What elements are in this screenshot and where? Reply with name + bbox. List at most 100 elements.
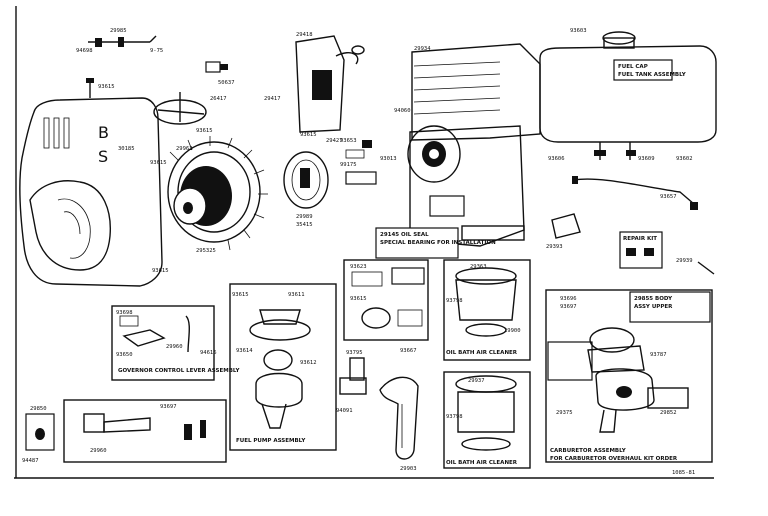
svg-text:29963: 29963: [176, 146, 193, 152]
governor-control-lever-panel: 93698 93650 29960 94616 GOVERNOR CONTROL…: [111, 305, 241, 381]
svg-text:29855 BODY: 29855 BODY: [634, 296, 673, 302]
svg-text:29363: 29363: [470, 264, 487, 270]
svg-text:93603: 93603: [570, 28, 587, 34]
svg-text:93698: 93698: [116, 310, 133, 316]
svg-text:29985: 29985: [110, 28, 127, 34]
svg-text:94487: 94487: [22, 458, 39, 464]
svg-text:93615: 93615: [232, 292, 249, 298]
repair-kit-caption: REPAIR KIT: [623, 236, 657, 242]
svg-text:29960: 29960: [166, 344, 183, 350]
svg-text:93612: 93612: [300, 360, 317, 366]
fuel-cap-caption: FUEL CAP: [618, 64, 648, 70]
svg-text:93615: 93615: [150, 160, 167, 166]
svg-text:93615: 93615: [196, 128, 213, 134]
svg-text:93696: 93696: [560, 296, 577, 302]
svg-text:93606: 93606: [548, 156, 565, 162]
svg-text:9-75: 9-75: [150, 48, 163, 54]
svg-text:35415: 35415: [296, 222, 313, 228]
svg-text:93787: 93787: [650, 352, 667, 358]
governor-lever-caption: GOVERNOR CONTROL LEVER ASSEMBLY: [118, 368, 241, 374]
svg-text:93602: 93602: [676, 156, 693, 162]
bearing-note-box: 29145 OIL SEAL SPECIAL BEARING FOR INSTA…: [375, 227, 496, 259]
fuel-tank-assembly: FUEL CAP FUEL TANK ASSEMBLY 93603 93606 …: [539, 28, 717, 162]
svg-text:94698: 94698: [76, 48, 93, 54]
fuel-pump-panel: 93615 93611 93614 93612 FUEL PUMP ASSEMB…: [229, 283, 337, 451]
diagram-frame: [14, 6, 714, 479]
governor-link-part: 94698 29985 9-75: [76, 28, 163, 54]
svg-text:29960: 29960: [90, 448, 107, 454]
breather-parts: 93653 99175 93013: [340, 138, 397, 185]
overhaul-kit-caption: FOR CARBURETOR OVERHAUL KIT ORDER: [550, 456, 678, 462]
svg-text:B: B: [98, 123, 109, 142]
governor-shaft-panel: 29850 94487 93697 29960: [22, 399, 227, 464]
special-bearing-caption: SPECIAL BEARING FOR INSTALLATION: [380, 240, 496, 246]
flywheel: 29963 93615 295325: [150, 136, 268, 254]
svg-text:93615: 93615: [350, 296, 367, 302]
svg-text:93667: 93667: [400, 348, 417, 354]
svg-text:29418: 29418: [296, 32, 313, 38]
svg-text:29903: 29903: [400, 466, 417, 472]
fuel-tank-bracket: 29393: [546, 213, 581, 250]
svg-text:93798: 93798: [446, 298, 463, 304]
svg-text:93013: 93013: [380, 156, 397, 162]
svg-text:93657: 93657: [660, 194, 677, 200]
svg-text:S: S: [98, 147, 108, 166]
svg-text:29989: 29989: [296, 214, 313, 220]
svg-text:93611: 93611: [288, 292, 305, 298]
svg-text:29417: 29417: [264, 96, 281, 102]
svg-text:99175: 99175: [340, 162, 357, 168]
spark-plug-part: 50637: [205, 61, 235, 86]
svg-text:93623: 93623: [350, 264, 367, 270]
air-cleaner-lower: 29937 93798 OIL BATH AIR CLEANER: [443, 371, 531, 469]
svg-text:ASSY UPPER: ASSY UPPER: [634, 304, 673, 310]
svg-text:93653: 93653: [340, 138, 357, 144]
carburetor-caption: CARBURETOR ASSEMBLY: [550, 448, 627, 454]
svg-text:93609: 93609: [638, 156, 655, 162]
repair-kit-box: REPAIR KIT: [619, 231, 663, 269]
fuel-pump-caption: FUEL PUMP ASSEMBLY: [236, 438, 306, 444]
svg-text:29375: 29375: [556, 410, 573, 416]
svg-text:94616: 94616: [200, 350, 217, 356]
svg-text:94091: 94091: [336, 408, 353, 414]
svg-text:93615: 93615: [98, 84, 115, 90]
blower-housing: B S 30185 93615: [19, 97, 169, 287]
float-part: 29939: [676, 258, 715, 275]
svg-text:50637: 50637: [218, 80, 235, 86]
svg-text:93697: 93697: [560, 304, 577, 310]
svg-text:93615: 93615: [300, 132, 317, 138]
svg-text:295325: 295325: [196, 248, 216, 254]
svg-text:29900: 29900: [504, 328, 521, 334]
screw-part: 93615: [86, 78, 115, 98]
svg-text:93615: 93615: [152, 268, 169, 274]
rotating-screen-part: 26417 93615: [153, 92, 227, 134]
svg-text:30185: 30185: [118, 146, 135, 152]
fuel-line-part: 93657: [572, 176, 698, 210]
engine-cylinder-block: 29934 94060: [394, 43, 541, 247]
svg-text:29939: 29939: [676, 258, 693, 264]
starter-clutch: 29989 35415: [283, 151, 329, 228]
cylinder-head-cover: 29418 29417 93615 29427: [264, 32, 365, 144]
svg-text:93798: 93798: [446, 414, 463, 420]
svg-text:29937: 29937: [468, 378, 485, 384]
drawing-number: 1085-81: [672, 470, 695, 476]
breather-panel: 93623 93615: [343, 259, 429, 341]
intake-elbow: 93795 93667 94091 29903: [336, 348, 419, 472]
svg-text:29393: 29393: [546, 244, 563, 250]
fuel-tank-caption: FUEL TANK ASSEMBLY: [618, 72, 687, 78]
air-cleaner-upper: 29363 93798 29900 OIL BATH AIR CLEANER: [443, 259, 531, 361]
svg-text:93795: 93795: [346, 350, 363, 356]
svg-text:29852: 29852: [660, 410, 677, 416]
air-cleaner-lower-caption: OIL BATH AIR CLEANER: [446, 460, 518, 466]
svg-text:93614: 93614: [236, 348, 253, 354]
air-cleaner-upper-caption: OIL BATH AIR CLEANER: [446, 350, 518, 356]
svg-text:29145 OIL SEAL: 29145 OIL SEAL: [380, 232, 429, 238]
svg-text:93697: 93697: [160, 404, 177, 410]
svg-text:26417: 26417: [210, 96, 227, 102]
svg-text:29427: 29427: [326, 138, 343, 144]
svg-text:29850: 29850: [30, 406, 47, 412]
svg-text:29934: 29934: [414, 46, 431, 52]
svg-text:94060: 94060: [394, 108, 411, 114]
svg-text:93650: 93650: [116, 352, 133, 358]
carburetor-panel: 29855 BODY ASSY UPPER 93696 93697 93787 …: [545, 289, 713, 463]
